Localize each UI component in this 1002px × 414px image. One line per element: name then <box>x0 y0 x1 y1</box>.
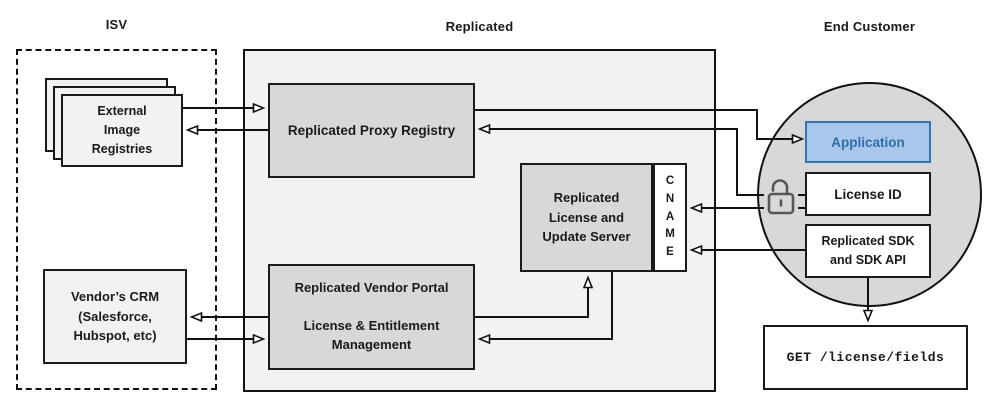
vendor-portal-node: Replicated Vendor Portal License & Entit… <box>268 264 475 370</box>
application-label: Application <box>831 134 905 150</box>
external-image-registries-node: External Image Registries <box>61 94 183 167</box>
application-node: Application <box>805 121 931 163</box>
external-image-registries-label: External Image Registries <box>91 104 153 156</box>
license-update-server-node: Replicated License and Update Server <box>520 163 653 272</box>
vendor-portal-label: Replicated Vendor Portal License & Entit… <box>294 280 449 352</box>
license-update-server-label: Replicated License and Update Server <box>542 190 631 245</box>
end-customer-section-title: End Customer <box>823 19 916 34</box>
vendors-crm-label: Vendor’s CRM (Salesforce, Hubspot, etc) <box>70 289 160 344</box>
license-id-label: License ID <box>834 186 902 202</box>
vendors-crm-node: Vendor’s CRM (Salesforce, Hubspot, etc) <box>43 269 187 364</box>
replicated-sdk-node: Replicated SDK and SDK API <box>805 224 931 278</box>
get-endpoint-node: GET /license/fields <box>763 325 968 390</box>
cname-label: CNAME <box>665 174 675 259</box>
get-endpoint-label: GET /license/fields <box>786 350 945 365</box>
replicated-section-title: Replicated <box>445 19 514 34</box>
proxy-registry-node: Replicated Proxy Registry <box>268 83 475 178</box>
isv-section-title: ISV <box>105 17 128 32</box>
license-id-node: License ID <box>805 172 931 216</box>
replicated-sdk-label: Replicated SDK and SDK API <box>821 234 915 267</box>
cname-node: CNAME <box>653 163 687 272</box>
proxy-registry-label: Replicated Proxy Registry <box>287 123 456 138</box>
